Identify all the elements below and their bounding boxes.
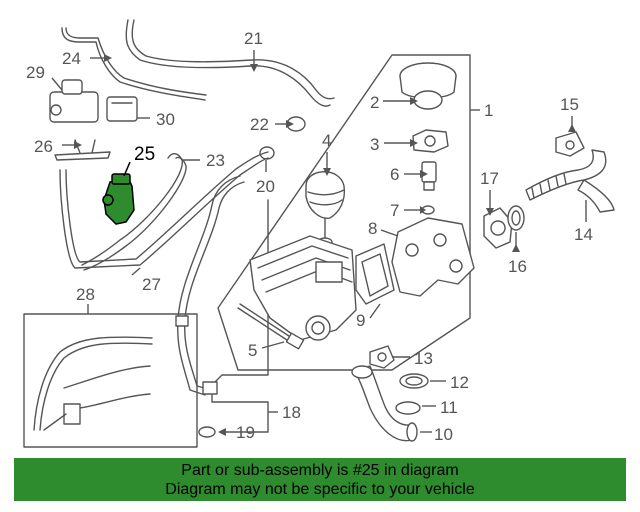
label-7: 7	[390, 201, 399, 220]
label-14: 14	[574, 225, 593, 244]
egr-cooler	[249, 235, 357, 341]
info-banner: Part or sub-assembly is #25 in diagram D…	[14, 458, 626, 501]
part-2-valve	[383, 62, 457, 110]
label-10: 10	[434, 425, 453, 444]
label-9: 9	[356, 311, 365, 330]
part-26-bracket	[54, 139, 111, 161]
label-2: 2	[370, 93, 379, 112]
part-14-pipe	[525, 149, 615, 222]
label-21: 21	[244, 29, 263, 48]
part-21-hose	[125, 19, 331, 107]
label-30: 30	[156, 110, 175, 129]
label-5: 5	[248, 341, 257, 360]
label-24: 24	[62, 49, 81, 68]
part-23-hose	[81, 153, 183, 266]
part-15-gasket	[555, 116, 585, 157]
banner-line-1: Part or sub-assembly is #25 in diagram	[181, 462, 459, 479]
label-8: 8	[368, 219, 377, 238]
label-15: 15	[560, 95, 579, 114]
part-10-elbow-pipe	[351, 365, 432, 442]
part-3-gasket	[384, 129, 449, 153]
part-24-hose	[61, 27, 206, 101]
part-12-clamp	[399, 373, 446, 389]
part-9-gasket	[355, 243, 395, 319]
label-25-highlighted: 25	[134, 144, 155, 165]
part-5-bolt	[237, 303, 305, 350]
label-11: 11	[440, 398, 458, 417]
assembly-1-outline	[217, 54, 471, 371]
label-27: 27	[142, 275, 161, 294]
label-26: 26	[34, 137, 53, 156]
part-16-ring	[507, 205, 525, 252]
part-13-gasket	[369, 345, 410, 369]
label-29: 29	[26, 63, 45, 82]
label-23: 23	[206, 151, 225, 170]
part-30-valve	[106, 96, 150, 122]
label-16: 16	[508, 257, 527, 276]
label-19: 19	[236, 423, 255, 442]
part-4-actuator	[305, 152, 346, 247]
label-12: 12	[450, 373, 469, 392]
label-18: 18	[282, 403, 301, 422]
inset-28-box	[23, 313, 198, 448]
banner-line-2: Diagram may not be specific to your vehi…	[165, 481, 475, 498]
inset-28-contents	[33, 336, 153, 431]
label-1: 1	[484, 101, 493, 120]
label-20: 20	[256, 177, 275, 196]
label-17: 17	[480, 169, 499, 188]
part-19-washer	[198, 426, 216, 438]
part-17-flange	[483, 190, 513, 249]
part-18-tube	[177, 175, 241, 396]
part-25-highlighted	[102, 161, 135, 225]
label-22: 22	[250, 115, 269, 134]
part-11-seal	[395, 401, 436, 415]
part-29-valve	[49, 77, 99, 123]
part-20-clamp	[259, 146, 275, 160]
label-13: 13	[414, 349, 433, 368]
label-28: 28	[76, 285, 95, 304]
part-27-pipe	[59, 157, 269, 269]
label-4: 4	[322, 131, 331, 150]
part-8-manifold	[380, 217, 475, 297]
label-6: 6	[390, 165, 399, 184]
label-3: 3	[370, 135, 379, 154]
